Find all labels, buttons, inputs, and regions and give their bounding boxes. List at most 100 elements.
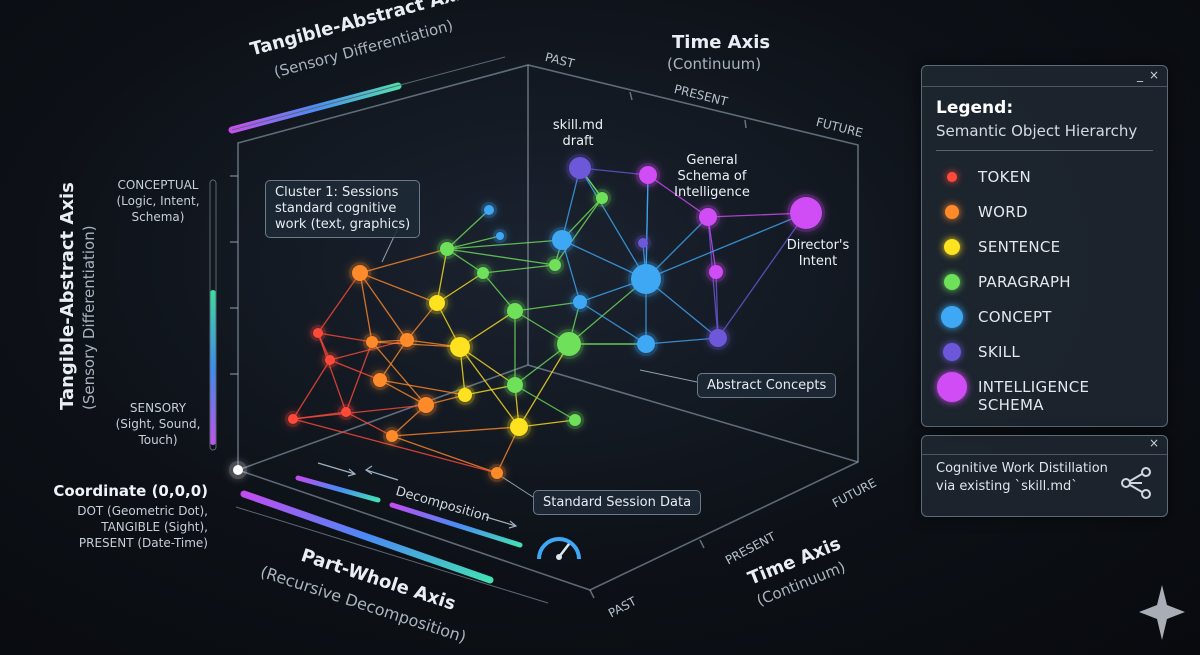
legend-swatch — [944, 239, 960, 255]
time-axis-top-subtitle: (Continuum) — [667, 55, 762, 73]
graph-edge — [359, 272, 438, 304]
graph-node-sentence — [510, 418, 528, 436]
graph-node-paragraph — [557, 332, 581, 356]
legend-swatch — [941, 306, 963, 328]
graph-node-skill — [569, 157, 591, 179]
graph-edge — [317, 272, 361, 334]
graph-edge — [645, 337, 719, 345]
graph-node-sentence — [458, 388, 472, 402]
graph-edge — [645, 212, 807, 280]
legend-panel: _ × Legend: Semantic Object Hierarchy TO… — [921, 65, 1168, 427]
left-axis-gradient-bar — [210, 290, 216, 445]
graph-node-concept — [631, 264, 661, 294]
abstract-concepts-callout: Abstract Concepts — [697, 373, 837, 398]
gauge-icon — [537, 537, 581, 560]
graph-edge — [647, 174, 709, 218]
legend-label: SENTENCE — [978, 238, 1061, 256]
graph-node-paragraph — [569, 414, 581, 426]
graph-edge — [292, 404, 427, 420]
legend-swatch — [937, 372, 967, 402]
graph-nodes — [285, 154, 825, 482]
graph-node-paragraph — [549, 259, 561, 271]
minimize-icon[interactable]: _ — [1137, 68, 1143, 82]
graph-edge — [579, 167, 647, 280]
graph-node-paragraph — [507, 303, 523, 319]
conceptual-note: CONCEPTUAL(Logic, Intent,Schema) — [116, 178, 200, 224]
origin-line-2: TANGIBLE (Sight), — [101, 520, 208, 534]
legend-swatch — [944, 274, 960, 290]
graph-edge — [482, 264, 556, 274]
graph-edge — [359, 272, 408, 341]
graph-node-word — [352, 265, 368, 281]
graph-node-concept — [552, 230, 572, 250]
legend-title: Legend: — [936, 98, 1014, 118]
graph-node-token — [313, 328, 323, 338]
graph-node-word — [418, 397, 434, 413]
graph-node-word — [373, 373, 387, 387]
graph-edge — [459, 346, 520, 428]
graph-node-token — [325, 355, 335, 365]
graph-node-intelligence-schema — [699, 208, 717, 226]
graph-edge — [554, 197, 603, 266]
graph-edge — [391, 435, 498, 474]
graph-edge — [292, 359, 331, 420]
legend-label: INTELLIGENCE SCHEMA — [978, 378, 1090, 414]
graph-edge — [359, 248, 448, 274]
graph-edge — [292, 418, 498, 474]
graph-node-word — [366, 336, 378, 348]
graph-node-token — [288, 414, 298, 424]
graph-edge — [717, 212, 807, 339]
graph-edge — [391, 426, 520, 437]
note-title-bar — [922, 436, 1167, 455]
legend-label: CONCEPT — [978, 308, 1052, 326]
graph-node-concept — [496, 232, 504, 240]
graph-node-skill — [709, 329, 727, 347]
graph-node-skill — [638, 238, 648, 248]
graph-edge — [345, 341, 373, 413]
legend-label: PARAGRAPH — [978, 273, 1071, 291]
graph-node-concept — [637, 335, 655, 353]
legend-swatch — [943, 343, 961, 361]
graph-edge — [317, 332, 347, 413]
graph-edge — [518, 343, 570, 428]
graph-edge — [379, 379, 466, 396]
origin-line-3: PRESENT (Date-Time) — [78, 536, 208, 550]
graph-node-intelligence-schema — [639, 166, 657, 184]
graph-node-concept — [573, 295, 587, 309]
legend-item: WORD — [936, 197, 1156, 227]
graph-node-sentence — [450, 337, 470, 357]
legend-label: SKILL — [978, 343, 1020, 361]
legend-swatch — [945, 205, 959, 219]
graph-edge — [514, 384, 576, 421]
close-icon[interactable]: × — [1148, 436, 1159, 450]
graph-node-token — [341, 407, 351, 417]
axis-ticks — [230, 91, 747, 599]
graph-edge — [579, 301, 647, 345]
graph-edge — [446, 248, 556, 266]
graph-node-paragraph — [477, 267, 489, 279]
legend-item: SENTENCE — [936, 232, 1156, 262]
legend-item: TOKEN — [936, 162, 1156, 192]
share-icon[interactable] — [1119, 466, 1153, 500]
legend-title-bar — [922, 66, 1167, 87]
left-axis-title: Tangible-Abstract Axis — [57, 182, 78, 410]
close-icon[interactable]: × — [1148, 68, 1159, 82]
graph-edge — [317, 332, 373, 343]
legend-item: CONCEPT — [936, 302, 1156, 332]
graph-node-intelligence-schema — [709, 265, 723, 279]
origin-title: Coordinate (0,0,0) — [53, 482, 208, 500]
graph-node-sentence — [429, 295, 445, 311]
graph-edge — [446, 239, 563, 250]
legend-label: TOKEN — [978, 168, 1032, 186]
legend-item: SKILL — [936, 337, 1156, 367]
legend-item: INTELLIGENCE SCHEMA — [936, 372, 1156, 414]
graph-node-concept — [484, 205, 494, 215]
bottom-axis-gradient-bar — [240, 490, 494, 584]
graph-node-paragraph — [596, 192, 608, 204]
graph-node-word — [491, 467, 503, 479]
